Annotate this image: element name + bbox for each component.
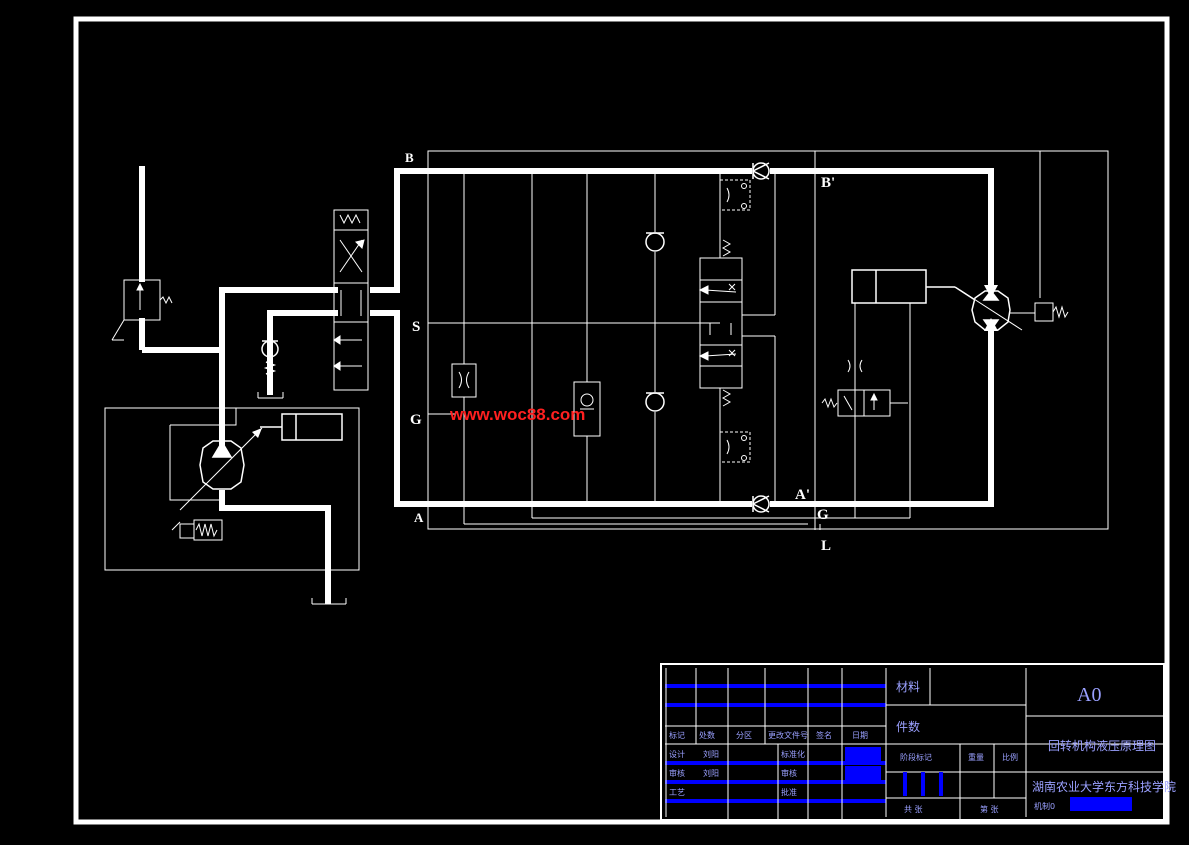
header-cell-2: 分区 <box>736 731 752 740</box>
brake-cylinder <box>851 269 976 304</box>
header-cell-0: 标记 <box>669 730 685 740</box>
port-a-prime-label: A' <box>795 487 810 503</box>
header-cell-1: 处数 <box>699 730 715 740</box>
main-loop <box>370 150 1109 530</box>
swing-motor <box>959 289 1035 332</box>
variable-pump <box>179 427 263 511</box>
port-b-label: B <box>405 150 414 165</box>
internal-check-lower <box>645 392 665 412</box>
port-g2-label: G <box>817 507 829 523</box>
port-a-label: A <box>414 510 424 525</box>
designer-name: 刘阳 <box>703 749 719 759</box>
scale-label: 比例 <box>1002 752 1018 762</box>
drawing-frame <box>73 16 1170 825</box>
drawing-title: 回转机构液压原理图 <box>1048 738 1156 753</box>
motor-spring-valve <box>1034 302 1069 322</box>
header-cell-3: 更改文件号 <box>768 730 808 740</box>
review-name: 刘阳 <box>703 768 719 778</box>
stage-label: 阶段标记 <box>900 752 932 762</box>
port-b-prime-label: B' <box>821 175 835 191</box>
sheet-no: 第 张 <box>980 804 999 814</box>
header-cell-5: 日期 <box>852 731 868 740</box>
check-valve-a <box>752 495 770 513</box>
port-l-label: L <box>821 538 831 554</box>
directional-control-valve <box>333 209 369 391</box>
weight-label: 重量 <box>968 752 984 762</box>
relief-valve-lower <box>719 431 751 463</box>
header-cell-4: 签名 <box>816 730 832 740</box>
sheet-total: 共 张 <box>904 805 923 814</box>
check-label: 审核 <box>781 768 797 778</box>
port-g-label: G <box>410 412 422 428</box>
check-valve-b <box>752 162 770 180</box>
relief-valve-main <box>111 279 173 341</box>
review-label: 审核 <box>669 768 685 778</box>
shuttle-valve <box>573 381 601 437</box>
relief-valve-upper <box>719 179 751 211</box>
sheet-size-label: A0 <box>1077 684 1101 706</box>
brake-control-valve <box>698 239 743 407</box>
port-s-label: S <box>412 319 420 335</box>
class-label: 机制0 <box>1034 801 1055 811</box>
part-count-label: 件数 <box>896 719 920 734</box>
pump-control-cylinder <box>260 413 343 441</box>
material-label: 材料 <box>896 680 920 694</box>
throttle-valve <box>451 363 477 398</box>
school-name: 湖南农业大学东方科技学院 <box>1032 779 1176 794</box>
pump-circuit <box>104 166 360 605</box>
standard-label: 标准化 <box>781 749 805 759</box>
designer-label: 设计 <box>669 749 685 759</box>
boundary-rect <box>427 150 1109 530</box>
check-valve-left <box>257 340 284 399</box>
brake-solenoid-valve <box>821 359 908 417</box>
pump-spring <box>171 519 223 541</box>
watermark: www.woc88.com <box>449 405 585 424</box>
internal-check-upper <box>645 232 665 252</box>
process-label: 工艺 <box>669 788 685 797</box>
approve-label: 批准 <box>781 787 797 797</box>
title-block: 材料 件数 A0 回转机构液压原理图 湖南农业大学东方科技学院 机制0 标记 处… <box>660 663 1176 821</box>
